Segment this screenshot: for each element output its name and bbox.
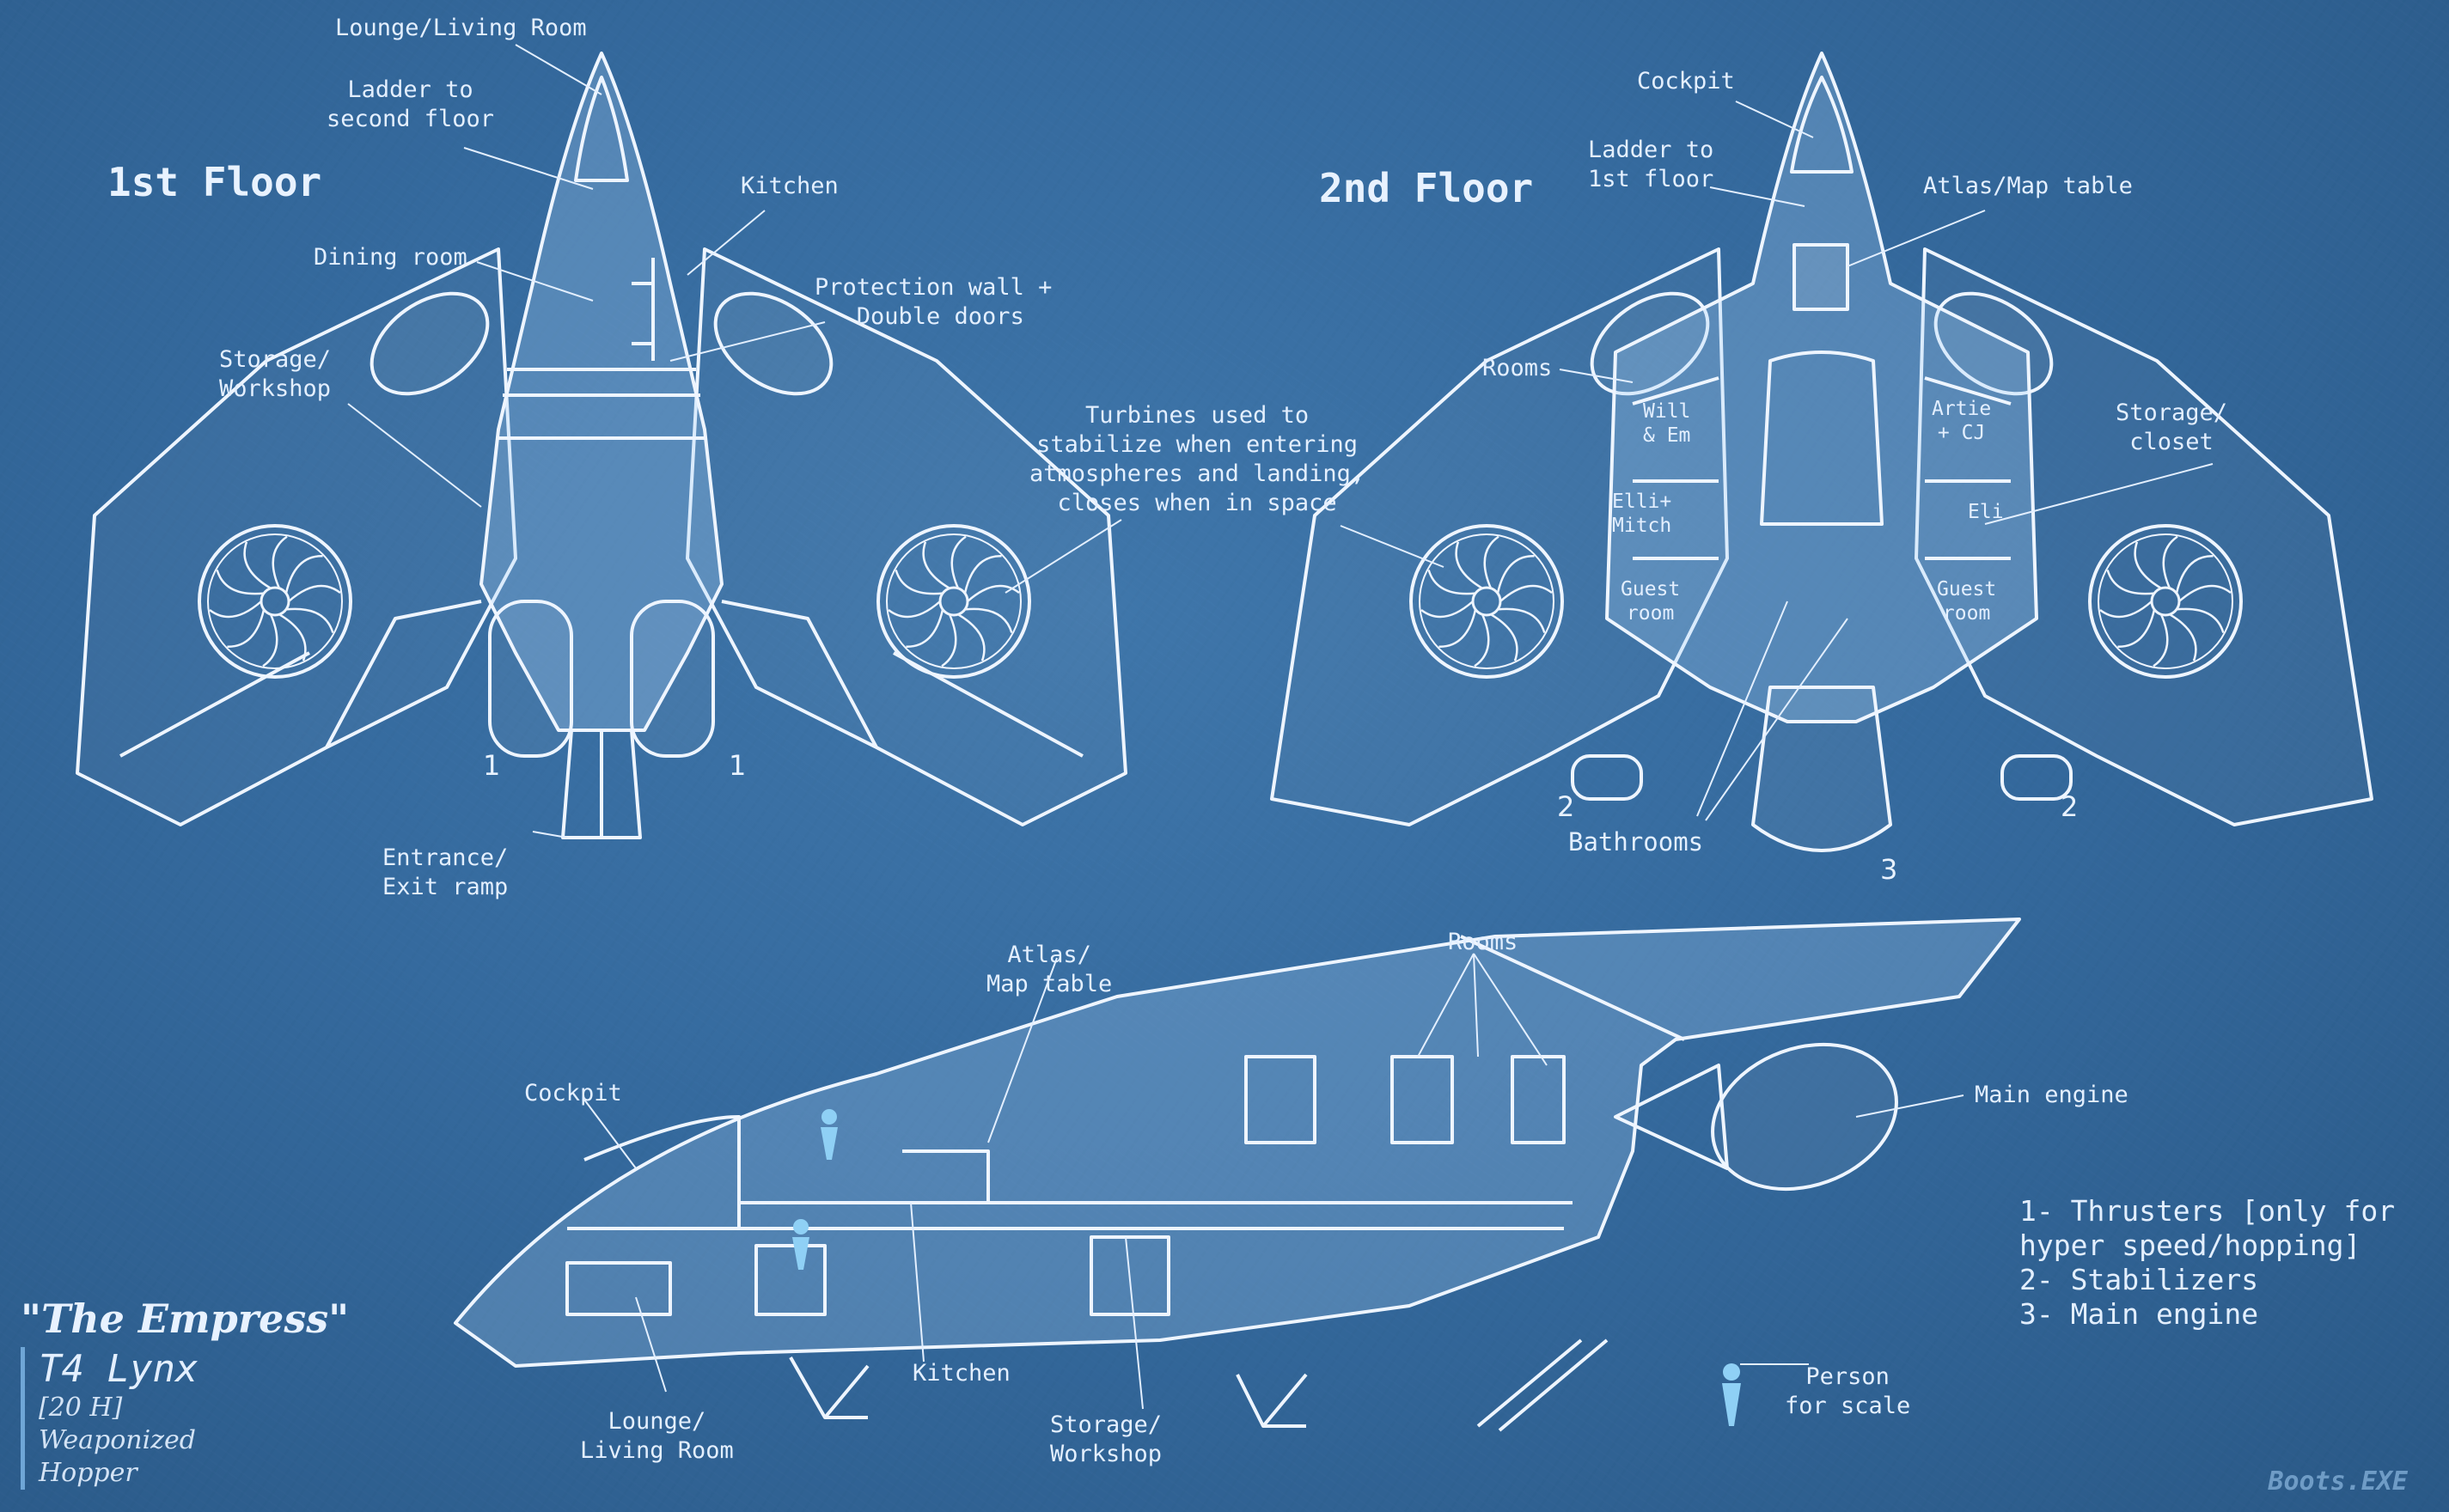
label-kitchen-side: Kitchen [913, 1360, 1011, 1387]
room-guest-left: Guest room [1621, 578, 1681, 625]
label-storage-workshop-top: Storage/ Workshop [219, 346, 332, 402]
label-cockpit-top: Cockpit [1637, 68, 1735, 94]
artist-signature: Boots.EXE [2268, 1466, 2408, 1497]
marker-1-left: 1 [483, 749, 501, 782]
label-protection-wall: Protection wall + Double doors [815, 274, 1053, 330]
room-eli: Eli [1968, 501, 2004, 523]
first-floor-plan [76, 52, 1127, 839]
ship-type-1: Weaponized [39, 1425, 196, 1455]
label-lounge-top: Lounge/Living Room [335, 15, 587, 41]
second-floor-title: 2nd Floor [1319, 165, 1534, 211]
label-ladder-first: Ladder to 1st floor [1588, 137, 1714, 192]
label-ladder-second: Ladder to second floor [327, 76, 495, 132]
marker-2-right: 2 [2061, 790, 2079, 823]
room-artie-cj: Artie + CJ [1932, 398, 1992, 444]
label-bathrooms: Bathrooms [1568, 827, 1704, 857]
person-figures [792, 1109, 1741, 1426]
ship-spec-block: T4 Lynx [20 H] Weaponized Hopper [21, 1347, 198, 1490]
legend-item-2: 2- Stabilizers [2019, 1263, 2259, 1296]
marker-3: 3 [1880, 853, 1898, 886]
label-storage-side: Storage/ Workshop [1050, 1411, 1163, 1467]
first-floor-title: 1st Floor [107, 159, 322, 205]
room-will-em: Will & Em [1643, 400, 1691, 447]
ship-model: T4 Lynx [39, 1347, 198, 1391]
leader-lines [347, 44, 2214, 1410]
ship-name-block: "The Empress" [21, 1296, 349, 1342]
marker-1-right: 1 [729, 749, 747, 782]
label-cockpit-side: Cockpit [524, 1080, 622, 1107]
marker-2-left: 2 [1557, 790, 1575, 823]
label-turbines: Turbines used to stabilize when entering… [1029, 402, 1365, 516]
label-lounge-side: Lounge/ Living Room [580, 1408, 734, 1464]
label-atlas-top: Atlas/Map table [1923, 173, 2133, 199]
label-rooms-top: Rooms [1482, 355, 1553, 381]
label-storage-closet: Storage/ closet [2116, 399, 2228, 455]
room-elli-mitch: Elli+ Mitch [1612, 491, 1672, 537]
label-rooms-side: Rooms [1448, 929, 1518, 955]
legend: 1- Thrusters [only for hyper speed/hoppi… [2019, 1194, 2395, 1332]
side-view [454, 918, 2021, 1432]
label-kitchen-top: Kitchen [741, 173, 839, 199]
second-floor-plan [1270, 52, 2373, 852]
legend-item-1: 1- Thrusters [only for hyper speed/hoppi… [2019, 1194, 2396, 1262]
legend-item-3: 3- Main engine [2019, 1297, 2259, 1331]
ship-type-2: Hopper [39, 1458, 137, 1488]
room-guest-right: Guest room [1937, 578, 1997, 625]
label-dining-room: Dining room [314, 244, 467, 271]
ship-class: [20 H] [39, 1393, 123, 1423]
ship-name: "The Empress" [21, 1296, 350, 1342]
label-main-engine: Main engine [1975, 1082, 2128, 1108]
label-atlas-side: Atlas/ Map table [986, 942, 1113, 997]
label-entrance: Entrance/ Exit ramp [382, 844, 509, 900]
label-person-scale: Person for scale [1785, 1363, 1911, 1419]
